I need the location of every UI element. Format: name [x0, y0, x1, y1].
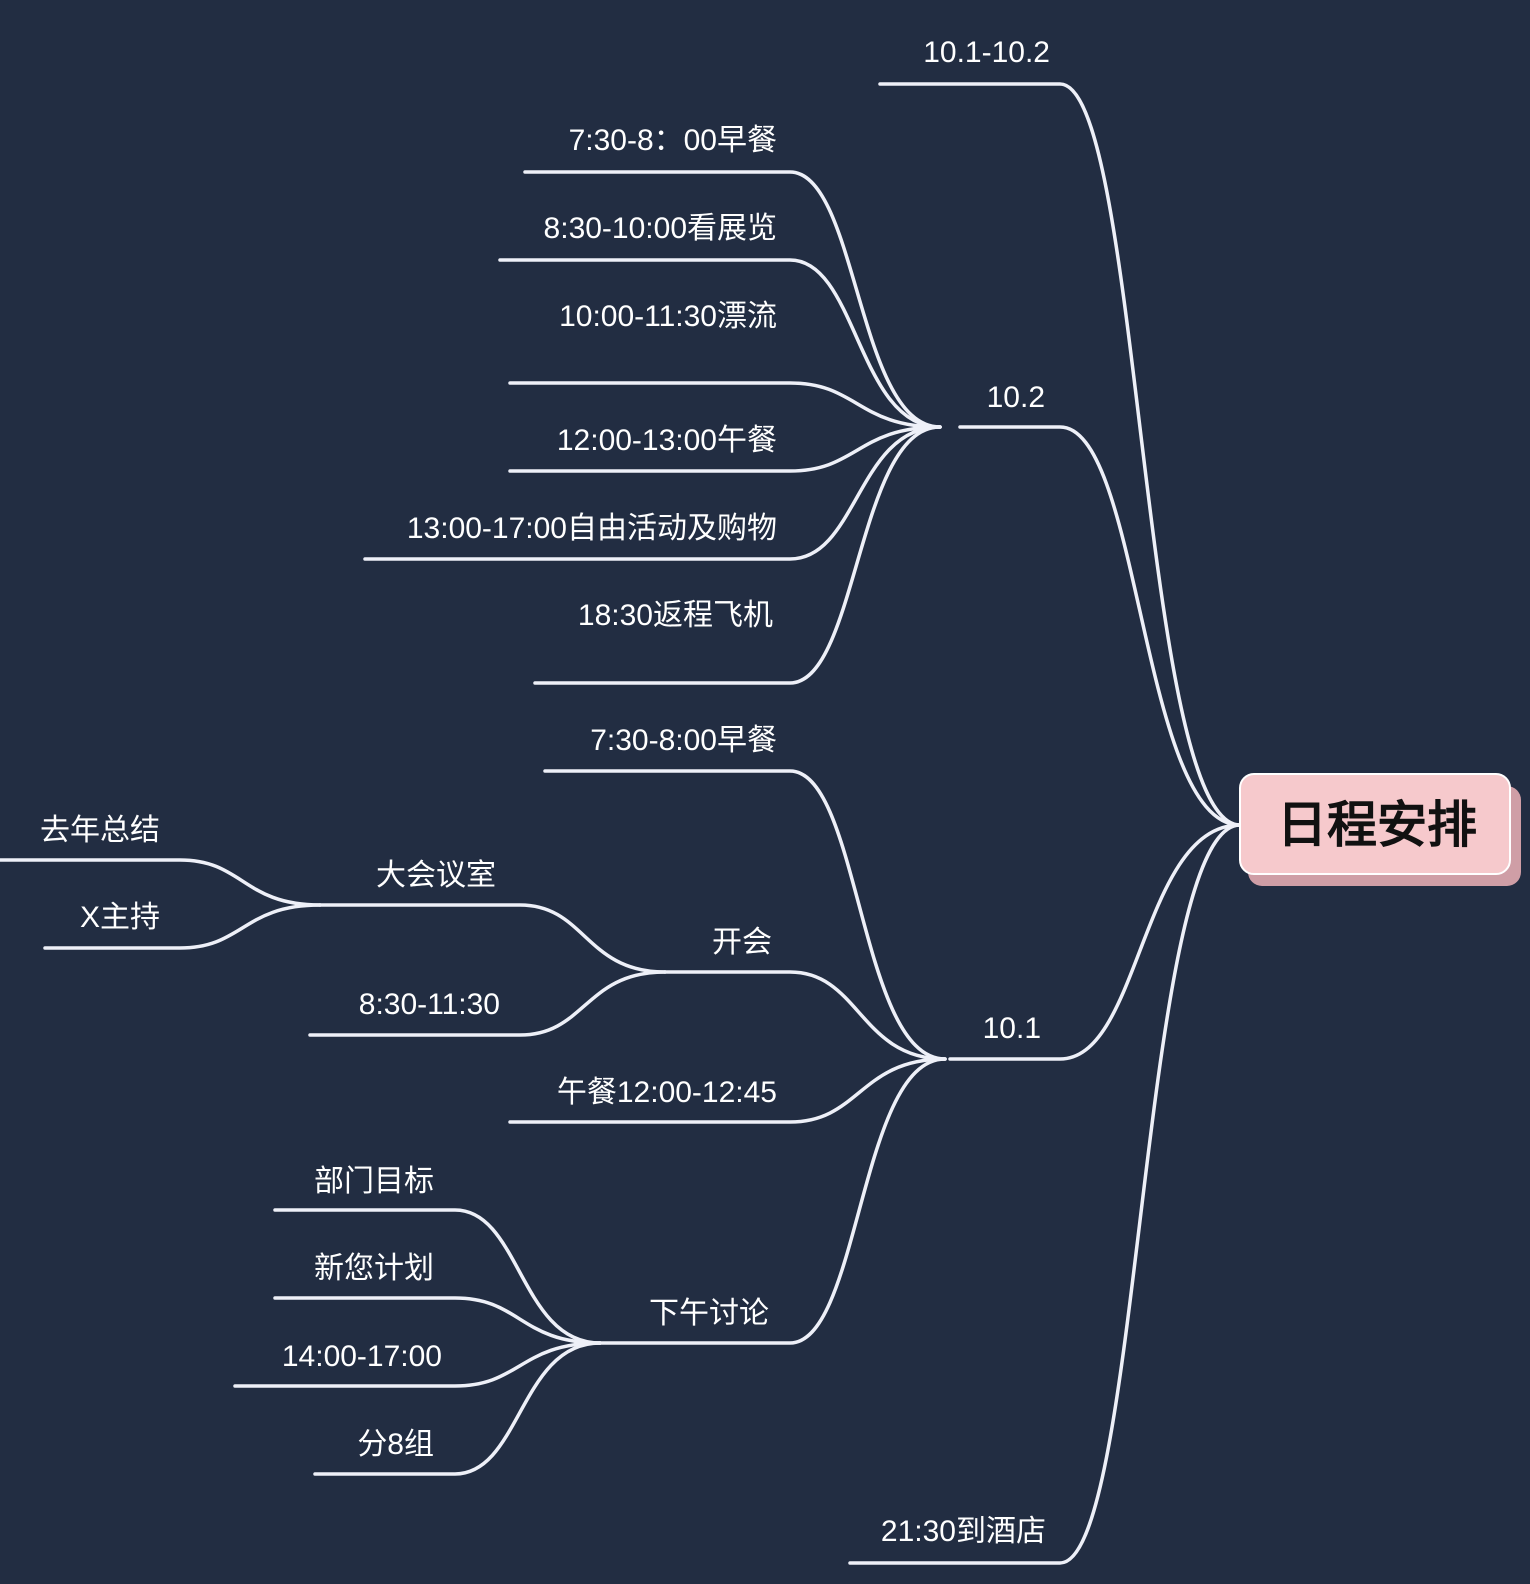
branch-d1-afternoon	[598, 1057, 947, 1345]
node-d2-free[interactable]: 13:00-17:00自由活动及购物	[407, 512, 777, 545]
branch-d1-groups	[313, 1341, 602, 1476]
branch-d2-exhibit	[498, 258, 942, 429]
node-d1-summary[interactable]: 去年总结	[40, 814, 160, 847]
node-d2-breakfast[interactable]: 7:30-8：00早餐	[569, 124, 777, 157]
branch-hotel	[848, 823, 1242, 1565]
node-d1-breakfast[interactable]: 7:30-8:00早餐	[590, 724, 777, 757]
node-hotel[interactable]: 21:30到酒店	[881, 1515, 1046, 1548]
node-d2-exhibit[interactable]: 8:30-10:00看展览	[544, 212, 777, 245]
branch-d2-flight	[533, 425, 942, 685]
branch-day2	[958, 425, 1242, 827]
branch-d1-plan	[273, 1296, 602, 1345]
node-d1-hall[interactable]: 大会议室	[376, 859, 496, 892]
node-d1-host[interactable]: X主持	[80, 901, 160, 934]
branch-d2-lunch	[508, 425, 942, 473]
branch-d1-lunch	[508, 1057, 947, 1124]
node-d1-lunch[interactable]: 午餐12:00-12:45	[557, 1076, 777, 1109]
node-d1-goal[interactable]: 部门目标	[314, 1165, 434, 1198]
node-d1-plan[interactable]: 新您计划	[314, 1252, 434, 1285]
branch-d2-breakfast	[523, 170, 942, 429]
branch-d1-meeting-time	[308, 970, 667, 1037]
branch-d1-summary	[0, 858, 322, 907]
root-node-box	[1239, 773, 1511, 875]
node-d1-meeting-time[interactable]: 8:30-11:30	[359, 988, 500, 1021]
node-d2-rafting[interactable]: 10:00-11:30漂流	[559, 300, 777, 333]
branch-connectors	[0, 82, 1242, 1565]
node-labels: 10.1-10.2 10.2 7:30-8：00早餐 8:30-10:00看展览…	[40, 36, 1050, 1548]
branch-range	[878, 82, 1242, 827]
branch-d1-goal	[273, 1208, 602, 1345]
node-d1-aft-time[interactable]: 14:00-17:00	[282, 1340, 442, 1373]
branch-d1-host	[43, 903, 322, 950]
node-d1-groups[interactable]: 分8组	[357, 1428, 434, 1461]
node-d1-meeting[interactable]: 开会	[712, 926, 772, 959]
branch-d2-free	[363, 425, 942, 561]
node-d1-afternoon[interactable]: 下午讨论	[649, 1297, 769, 1330]
node-range[interactable]: 10.1-10.2	[923, 36, 1050, 69]
node-day2[interactable]: 10.2	[987, 381, 1045, 414]
node-d2-flight[interactable]: 18:30返程飞机	[578, 599, 773, 632]
branch-d2-blank	[508, 381, 942, 429]
branch-d1-hall	[318, 903, 667, 974]
root-node-label: 日程安排	[1277, 796, 1477, 854]
branch-day1	[948, 823, 1242, 1061]
branch-d1-aft-time	[233, 1341, 602, 1388]
root-node[interactable]: 日程安排	[1239, 773, 1521, 886]
node-d2-lunch[interactable]: 12:00-13:00午餐	[557, 424, 777, 457]
branch-d1-breakfast	[543, 769, 947, 1061]
node-day1[interactable]: 10.1	[983, 1012, 1041, 1045]
branch-d1-meeting	[663, 970, 947, 1061]
